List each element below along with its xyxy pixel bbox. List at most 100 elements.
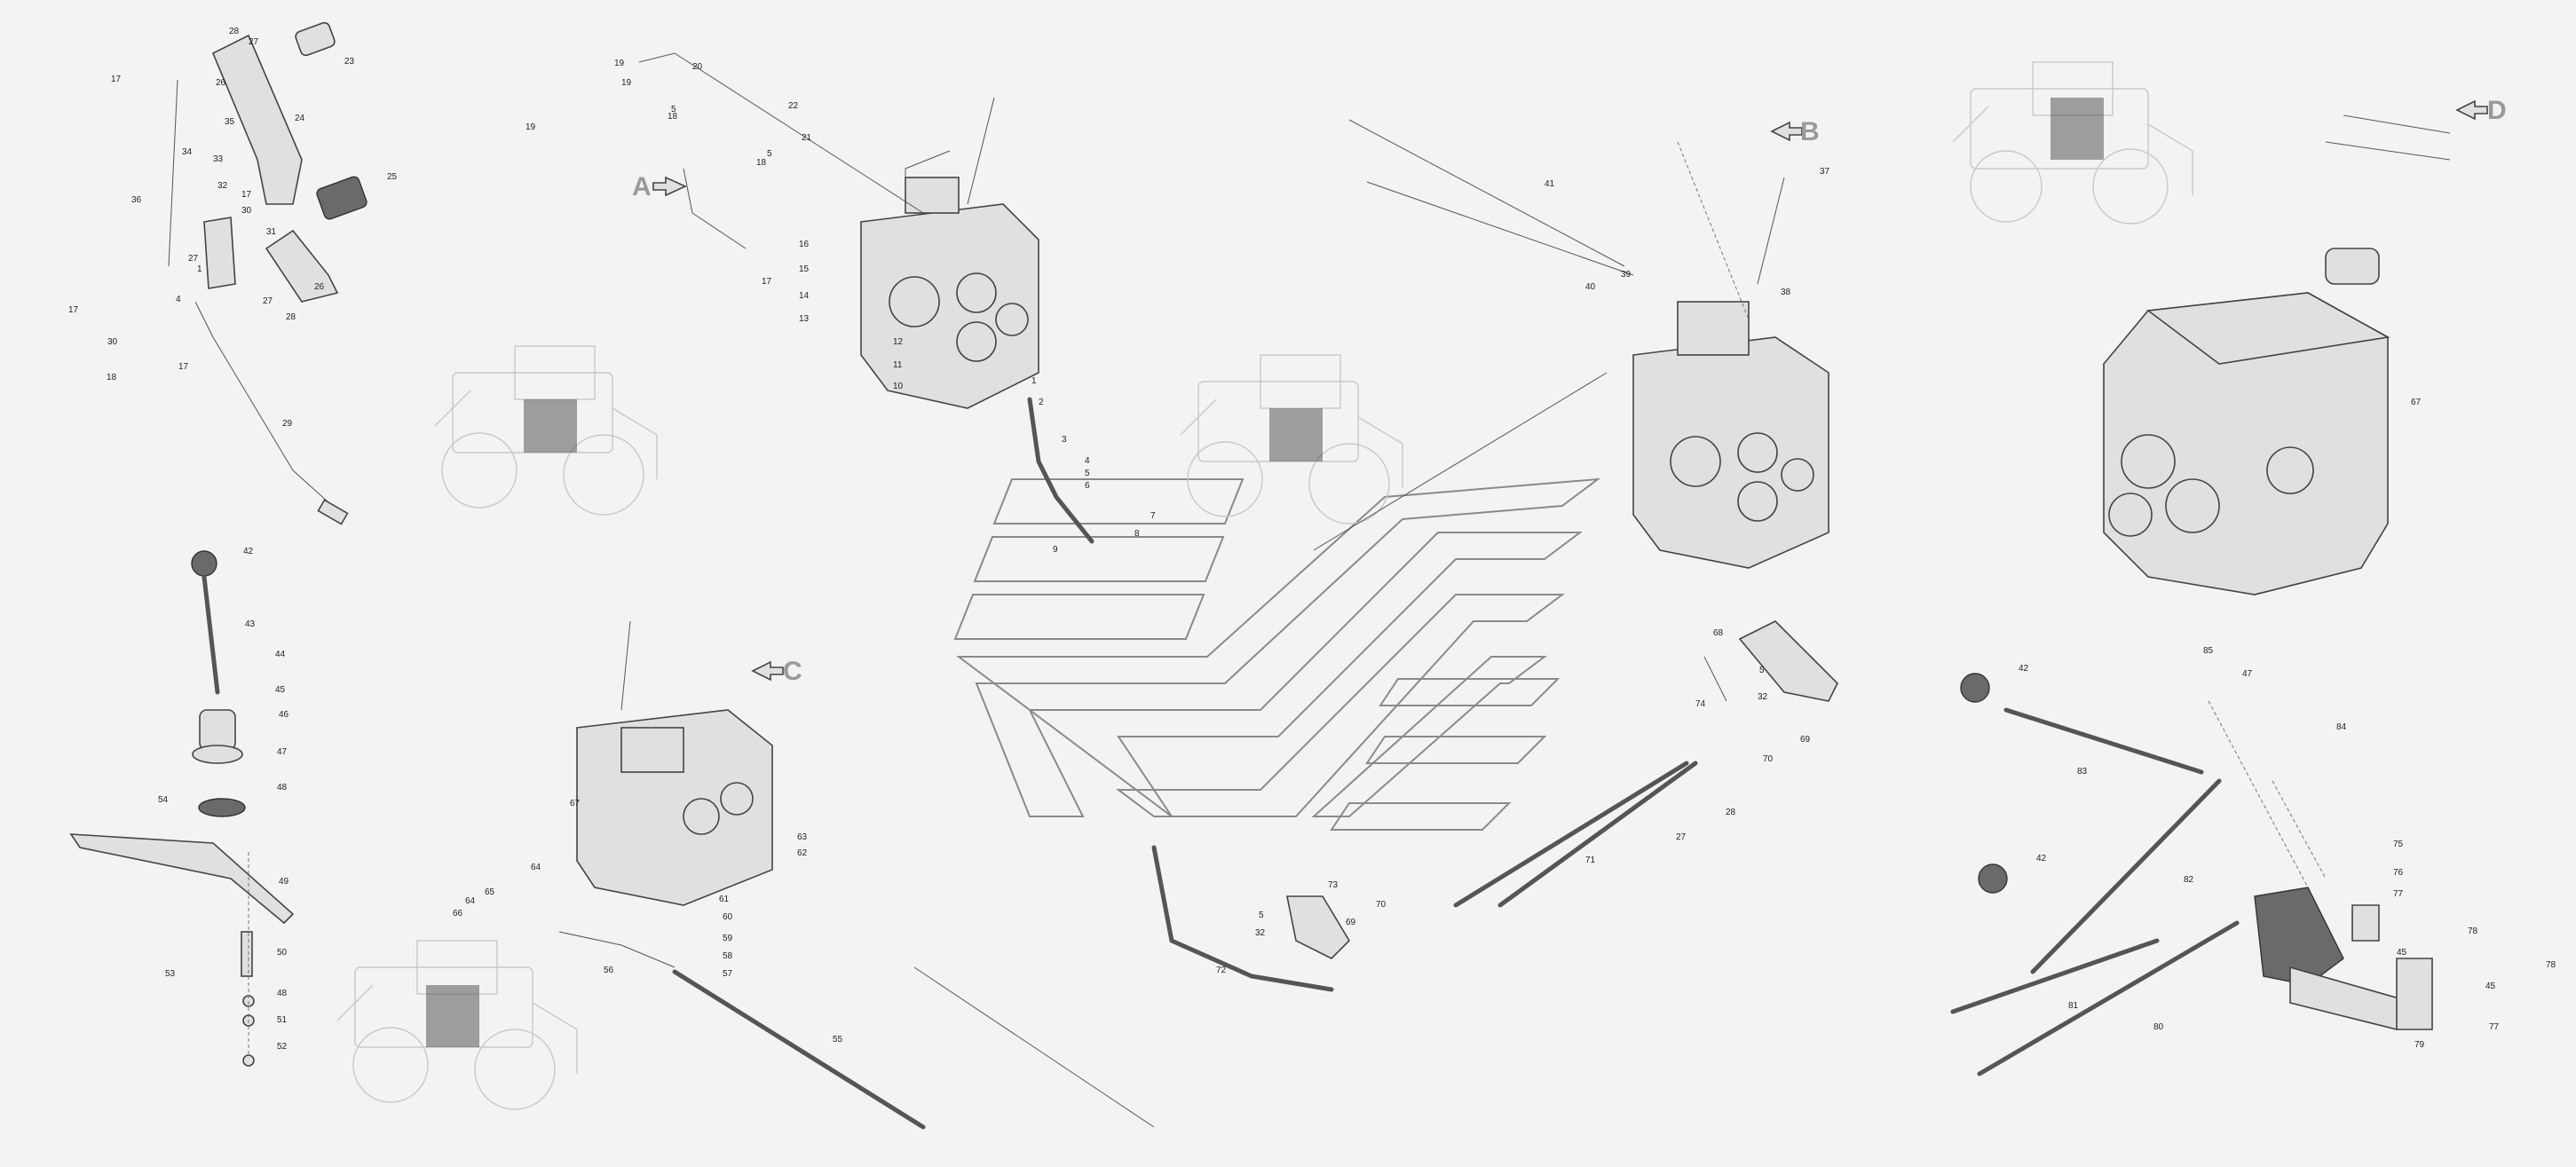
part-number: 82 — [2184, 875, 2194, 885]
callout-a: A — [632, 172, 687, 201]
part-number: 26 — [216, 78, 226, 88]
callout-label: B — [1800, 117, 1820, 146]
part-number: 54 — [158, 795, 169, 805]
part-number: 47 — [2242, 669, 2253, 679]
callout-label: C — [783, 657, 802, 686]
part-number: 42 — [243, 547, 254, 556]
part-number: 10 — [893, 382, 904, 391]
part-number: 45 — [2397, 948, 2407, 958]
part-number: 1 — [197, 264, 202, 274]
gearbox-icon — [576, 97, 2390, 906]
part-number: 32 — [1255, 928, 1266, 938]
part-number: 66 — [453, 909, 463, 919]
callout-d: D — [2455, 96, 2507, 125]
part-number: 2 — [1039, 398, 1044, 407]
part-number: 9 — [1053, 545, 1058, 555]
callout-arrow-icon — [2455, 99, 2488, 121]
callout-arrow-icon — [1770, 121, 1803, 142]
callout-c: C — [751, 657, 802, 686]
part-number: 19 — [614, 59, 625, 68]
part-number: 35 — [225, 117, 235, 127]
part-number: 24 — [295, 114, 305, 123]
part-number: 13 — [799, 314, 810, 324]
part-number: 64 — [465, 896, 476, 906]
part-number: 47 — [277, 747, 288, 757]
part-number: 78 — [2546, 960, 2556, 970]
part-number: 28 — [1726, 808, 1736, 817]
part-number: 18 — [668, 112, 678, 122]
gear-lever-assembly — [69, 550, 295, 1067]
part-number: 67 — [570, 799, 581, 808]
part-number: 65 — [485, 887, 495, 897]
part-number: 70 — [1376, 900, 1387, 910]
part-number: 6 — [1085, 481, 1090, 491]
part-number: 49 — [279, 877, 289, 887]
part-number: 27 — [263, 296, 273, 306]
part-number: 34 — [182, 147, 193, 157]
part-number: 26 — [314, 282, 325, 292]
part-number: 80 — [2153, 1022, 2164, 1032]
part-number: 42 — [2019, 664, 2029, 674]
part-number: 30 — [241, 206, 252, 216]
part-number: 17 — [241, 190, 252, 200]
part-number: 72 — [1216, 966, 1227, 975]
part-number: 41 — [1545, 179, 1555, 189]
part-number: 14 — [799, 291, 810, 301]
part-number: 64 — [531, 863, 541, 872]
part-number: 74 — [1695, 699, 1706, 709]
callout-b: B — [1770, 117, 1820, 146]
part-number: 4 — [1085, 456, 1090, 466]
part-number: 42 — [2036, 854, 2047, 863]
part-number: 17 — [68, 305, 79, 315]
tractor-icon — [336, 61, 2193, 1110]
part-number: 59 — [723, 934, 733, 943]
part-number: 17 — [762, 277, 772, 287]
part-number: 38 — [1781, 288, 1791, 297]
part-number: 5 — [1259, 911, 1264, 920]
part-number: 27 — [188, 254, 199, 264]
part-number: 78 — [2468, 927, 2478, 936]
callout-arrow-icon — [652, 176, 687, 197]
callout-arrow-icon — [751, 660, 784, 682]
part-number: 85 — [2203, 646, 2214, 656]
part-number: 62 — [797, 848, 808, 858]
part-number: 53 — [165, 969, 176, 979]
part-number: 28 — [286, 312, 296, 322]
part-number: 28 — [229, 27, 240, 36]
part-number: 19 — [621, 78, 632, 88]
part-number: 17 — [111, 75, 122, 84]
part-number: 77 — [2489, 1022, 2500, 1032]
part-number: 5 — [767, 149, 772, 159]
part-number-labels: 28 27 23 17 26 24 35 34 33 25 32 36 17 3… — [68, 27, 2556, 1052]
part-number: 32 — [1758, 692, 1768, 702]
part-number: 5 — [1759, 666, 1765, 675]
part-number: 11 — [893, 360, 903, 370]
part-number: 67 — [2411, 398, 2422, 407]
callout-label: A — [632, 172, 652, 201]
part-number: 37 — [1820, 167, 1830, 177]
part-number: 77 — [2393, 889, 2404, 899]
part-number: 48 — [277, 989, 288, 998]
part-number: 1 — [1031, 376, 1037, 386]
part-number: 44 — [275, 650, 286, 659]
part-number: 18 — [107, 373, 117, 382]
part-number: 17 — [178, 362, 189, 372]
part-number: 50 — [277, 948, 288, 958]
part-number: 27 — [249, 37, 259, 47]
part-number: 76 — [2393, 868, 2404, 878]
part-number: 57 — [723, 969, 733, 979]
part-number: 52 — [277, 1042, 288, 1052]
part-number: 61 — [719, 895, 730, 904]
part-number: 83 — [2077, 767, 2088, 777]
part-number: 69 — [1800, 735, 1811, 745]
part-number: 18 — [756, 158, 767, 168]
part-number: 75 — [2393, 840, 2404, 849]
part-number: 22 — [788, 101, 799, 111]
part-number: 33 — [213, 154, 224, 164]
part-number: 20 — [692, 62, 703, 72]
part-number: 4 — [176, 295, 181, 304]
part-number: 30 — [107, 337, 118, 347]
part-number: 69 — [1346, 918, 1356, 927]
